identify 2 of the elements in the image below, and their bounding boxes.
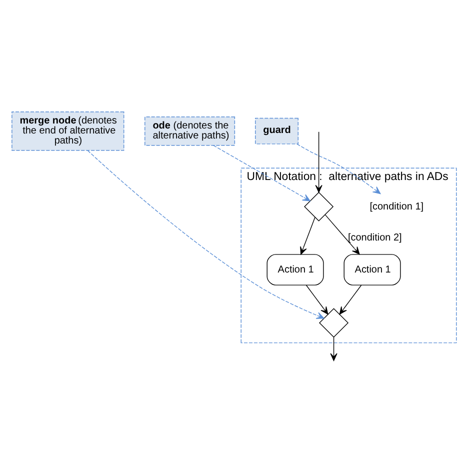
- node-text: [condition 1]: [369, 200, 424, 212]
- edge-label: [condition 2]: [348, 232, 402, 243]
